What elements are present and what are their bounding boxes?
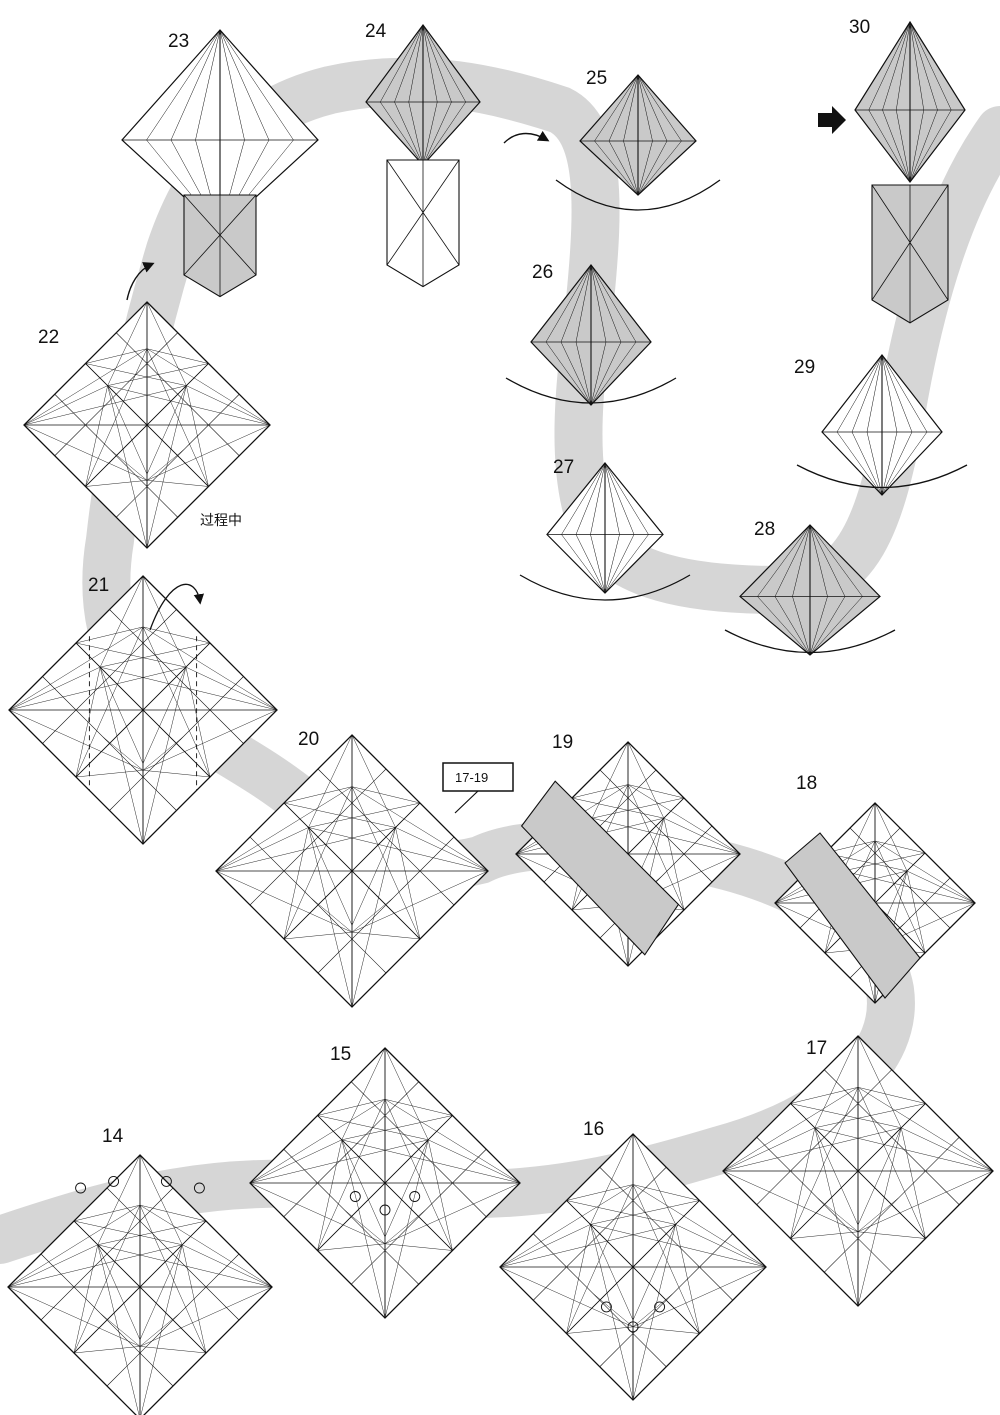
diagram-step-16 <box>499 1133 767 1401</box>
diagram-step-21 <box>8 575 278 845</box>
step-number-27: 27 <box>553 457 574 478</box>
step-number-18: 18 <box>796 773 817 794</box>
step-number-16: 16 <box>583 1119 604 1140</box>
step-number-21: 21 <box>88 575 109 596</box>
diagram-step-29 <box>796 354 968 496</box>
step-number-14: 14 <box>102 1126 124 1147</box>
diagram-step-22 <box>23 301 271 549</box>
diagram-step-15 <box>249 1047 521 1319</box>
step-number-28: 28 <box>754 519 775 540</box>
diagram-step-20 <box>215 734 489 1008</box>
diagram-step-17 <box>722 1035 994 1307</box>
flip-arrow-icon <box>149 583 204 631</box>
step-number-17: 17 <box>806 1038 827 1059</box>
diagram-step-23 <box>121 29 319 298</box>
step-number-26: 26 <box>532 262 553 283</box>
step-number-30: 30 <box>849 17 870 38</box>
repeat-reference-pointer <box>454 790 479 814</box>
diagram-step-30 <box>854 20 966 324</box>
step-number-20: 20 <box>298 729 319 750</box>
step-number-24: 24 <box>365 21 387 42</box>
step-number-29: 29 <box>794 357 815 378</box>
repeat-reference-label: 17-19 <box>455 770 488 785</box>
step-number-25: 25 <box>586 68 607 89</box>
diagram-step-26 <box>505 264 677 406</box>
in-progress-note: 过程中 <box>200 513 242 529</box>
diagram-step-18 <box>774 802 976 1004</box>
step-number-22: 22 <box>38 327 59 348</box>
diagram-step-24 <box>365 23 481 288</box>
diagram-step-19 <box>515 741 741 967</box>
diagram-step-14 <box>7 1154 273 1415</box>
step-number-19: 19 <box>552 732 573 753</box>
turn-arrow-icon <box>503 130 550 144</box>
diagram-step-25 <box>555 74 721 211</box>
repeat-reference-box <box>442 762 514 792</box>
turn-arrow-icon <box>126 262 155 301</box>
step-number-23: 23 <box>168 31 189 52</box>
action-arrow-icon <box>818 106 846 134</box>
diagram-step-27 <box>519 462 691 601</box>
step-number-15: 15 <box>330 1044 351 1065</box>
diagram-step-28 <box>724 524 896 656</box>
